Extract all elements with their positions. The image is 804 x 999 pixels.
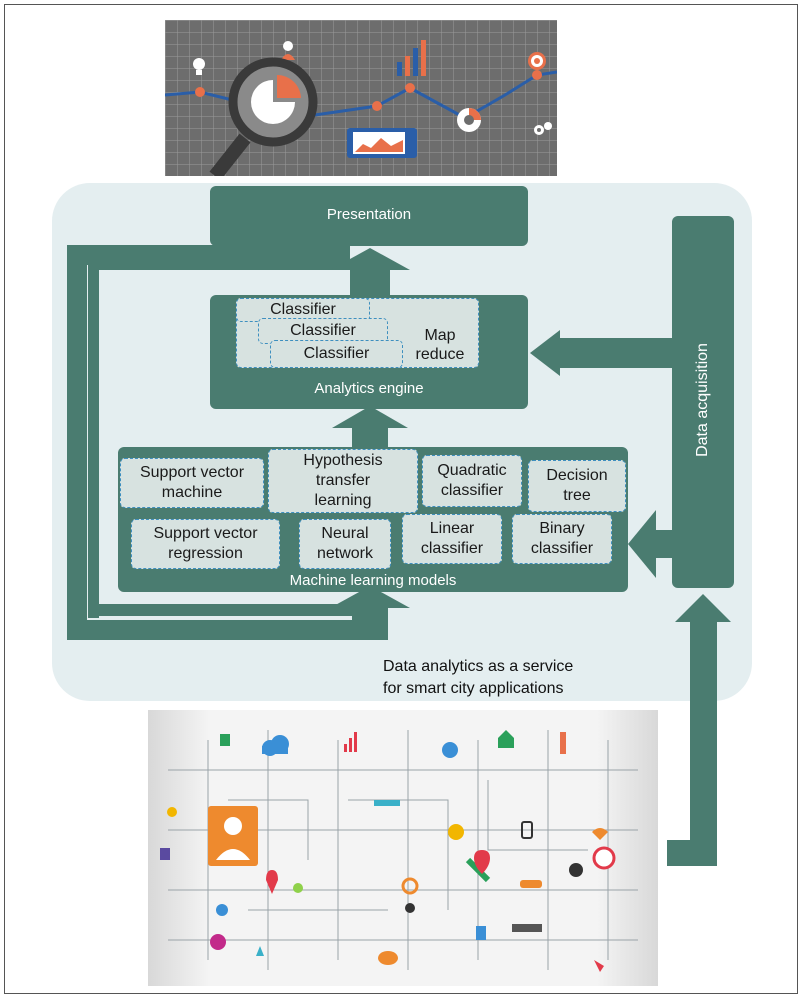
home-icon <box>498 730 514 748</box>
phone-icon <box>347 128 417 158</box>
gear-icon <box>405 903 415 913</box>
bar-chart-icon <box>397 40 426 76</box>
smart-city-iot-illustration <box>148 710 658 986</box>
microphone-icon <box>266 870 278 894</box>
battery-icon <box>374 800 400 806</box>
person-icon <box>281 41 295 60</box>
phone-icon <box>220 734 230 746</box>
classifier-box-3: Classifier <box>270 340 403 368</box>
cursor-icon <box>594 960 604 972</box>
bar-chart-icon <box>344 732 357 752</box>
lightbulb-icon <box>293 883 303 893</box>
presentation-box: Presentation <box>210 186 528 246</box>
info-icon <box>167 807 177 817</box>
document-icon <box>476 926 486 940</box>
satellite-icon <box>465 857 491 883</box>
classifier-box-2: Classifier <box>258 318 388 344</box>
hospital-icon <box>160 848 170 860</box>
gear-icon <box>401 877 419 895</box>
cloud-icon <box>520 880 542 888</box>
person-icon <box>442 742 458 758</box>
sun-icon <box>448 824 464 840</box>
email-icon <box>592 846 616 870</box>
gear-icon <box>210 934 226 950</box>
gear-icon <box>534 122 552 135</box>
satellite-dish-icon <box>569 863 583 877</box>
figure-frame <box>4 4 798 994</box>
dashboard-illustration <box>165 20 557 176</box>
wifi-icon <box>216 904 228 916</box>
chat-icon <box>378 951 398 965</box>
presentation-label: Presentation <box>326 206 412 223</box>
donut-icon <box>457 108 481 132</box>
signal-icon <box>560 732 566 754</box>
network-node-icon <box>256 946 264 956</box>
target-icon <box>528 52 546 70</box>
location-pin-icon <box>474 850 490 874</box>
magnifier-icon <box>209 57 318 176</box>
user-profile-icon <box>208 806 258 866</box>
cloud-icon <box>262 735 289 756</box>
phone-icon <box>521 821 533 839</box>
analytics-engine-label: Analytics engine <box>314 380 424 397</box>
heart-icon <box>592 828 608 840</box>
data-acquisition-label: Data acquisition <box>694 343 711 457</box>
map-reduce-label: Map reduce <box>415 327 465 363</box>
ml-models-label: Machine learning models <box>289 572 457 589</box>
daas-caption: Data analytics as a service for smart ci… <box>383 658 574 697</box>
lightbulb-icon <box>193 58 205 75</box>
data-acquisition-box <box>672 216 734 588</box>
keyboard-icon <box>512 924 542 932</box>
